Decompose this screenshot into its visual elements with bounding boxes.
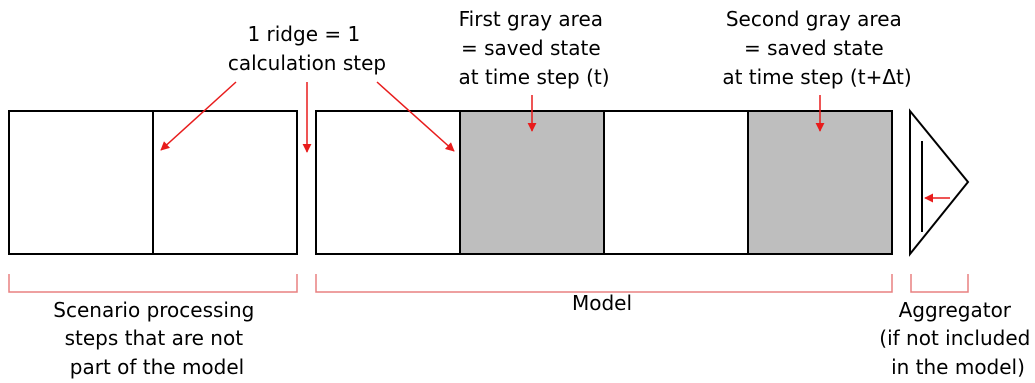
- model-ridge-3: [603, 110, 749, 255]
- first-gray-annotation-line: First gray area: [459, 7, 603, 31]
- scenario-ridge-1: [8, 110, 154, 255]
- model-block: [315, 110, 893, 255]
- second-gray-annotation: Second gray area = saved state at time s…: [722, 7, 911, 89]
- aggregator-shape: [909, 108, 970, 257]
- scenario-label-line: part of the model: [70, 355, 244, 379]
- first-gray-annotation: First gray area = saved state at time st…: [458, 7, 609, 89]
- ridge-annotation-line: 1 ridge = 1: [247, 22, 360, 46]
- aggregator-bracket: [910, 274, 969, 293]
- scenario-label: Scenario processing steps that are not p…: [53, 298, 260, 379]
- first-gray-annotation-line: = saved state: [461, 36, 601, 60]
- model-ridge-2-gray: [459, 110, 605, 255]
- aggregator-label-line: in the model): [891, 355, 1025, 379]
- ridge-arrow-right: [376, 81, 455, 152]
- model-label: Model: [572, 291, 632, 315]
- scenario-label-line: Scenario processing: [53, 298, 254, 322]
- aggregator-label: Aggregator (if not included in the model…: [879, 298, 1035, 379]
- scenario-bracket: [8, 274, 298, 293]
- ridge-annotation: 1 ridge = 1 calculation step: [228, 22, 386, 75]
- model-ridge-1: [315, 110, 461, 255]
- scenario-block: [8, 110, 298, 255]
- model-ridge-4-gray: [747, 110, 893, 255]
- scenario-ridge-2: [152, 110, 298, 255]
- second-gray-annotation-line: = saved state: [744, 36, 884, 60]
- first-gray-annotation-line: at time step (t): [458, 65, 609, 89]
- second-gray-annotation-line: Second gray area: [726, 7, 902, 31]
- model-bracket: [315, 274, 893, 293]
- ridge-arrow-left: [160, 81, 237, 151]
- second-gray-annotation-line: at time step (t+Δt): [722, 65, 911, 89]
- aggregator-label-line: Aggregator: [899, 298, 1012, 322]
- scenario-label-line: steps that are not: [65, 326, 244, 350]
- aggregator-label-line: (if not included: [879, 326, 1030, 350]
- aggregator-outline: [909, 108, 970, 257]
- ridge-annotation-line: calculation step: [228, 51, 386, 75]
